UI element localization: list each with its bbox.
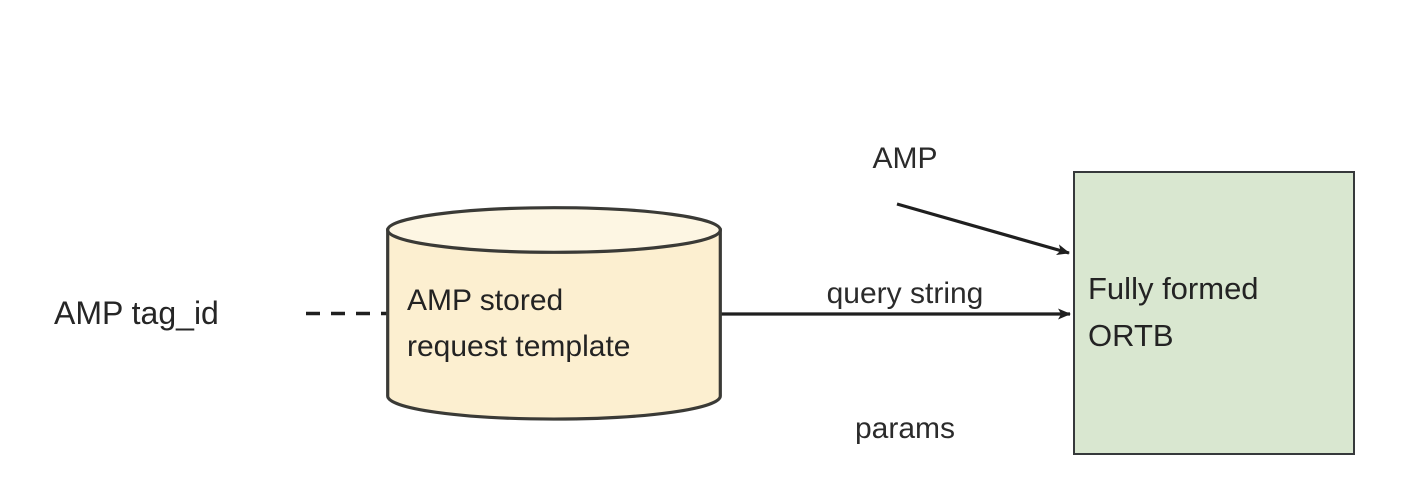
cylinder-shape: [386, 206, 722, 421]
edge-query-params-to-ortb: [896, 202, 1070, 256]
cylinder-top: [386, 206, 722, 254]
query-params-line-2: query string: [826, 277, 984, 310]
query-params-line-3: params: [854, 412, 956, 445]
stored-request-line-1: AMP stored: [407, 284, 564, 317]
ortb-line-2: ORTB: [1088, 318, 1174, 353]
query-params-line-1: AMP: [872, 142, 938, 175]
label-amp-tag-id: AMP tag_id: [54, 295, 219, 331]
cylinder-body: [386, 228, 722, 421]
label-amp-query-string-params: AMP query string params: [760, 46, 1050, 498]
node-label-stored-request: AMP stored request template: [407, 278, 707, 370]
node-amp-stored-request-template: AMP stored request template: [386, 206, 722, 421]
node-label-fully-formed-ortb: Fully formed ORTB: [1088, 265, 1346, 359]
stored-request-line-2: request template: [407, 330, 631, 363]
node-fully-formed-ortb: Fully formed ORTB: [1073, 171, 1355, 455]
ortb-line-1: Fully formed: [1088, 271, 1259, 306]
